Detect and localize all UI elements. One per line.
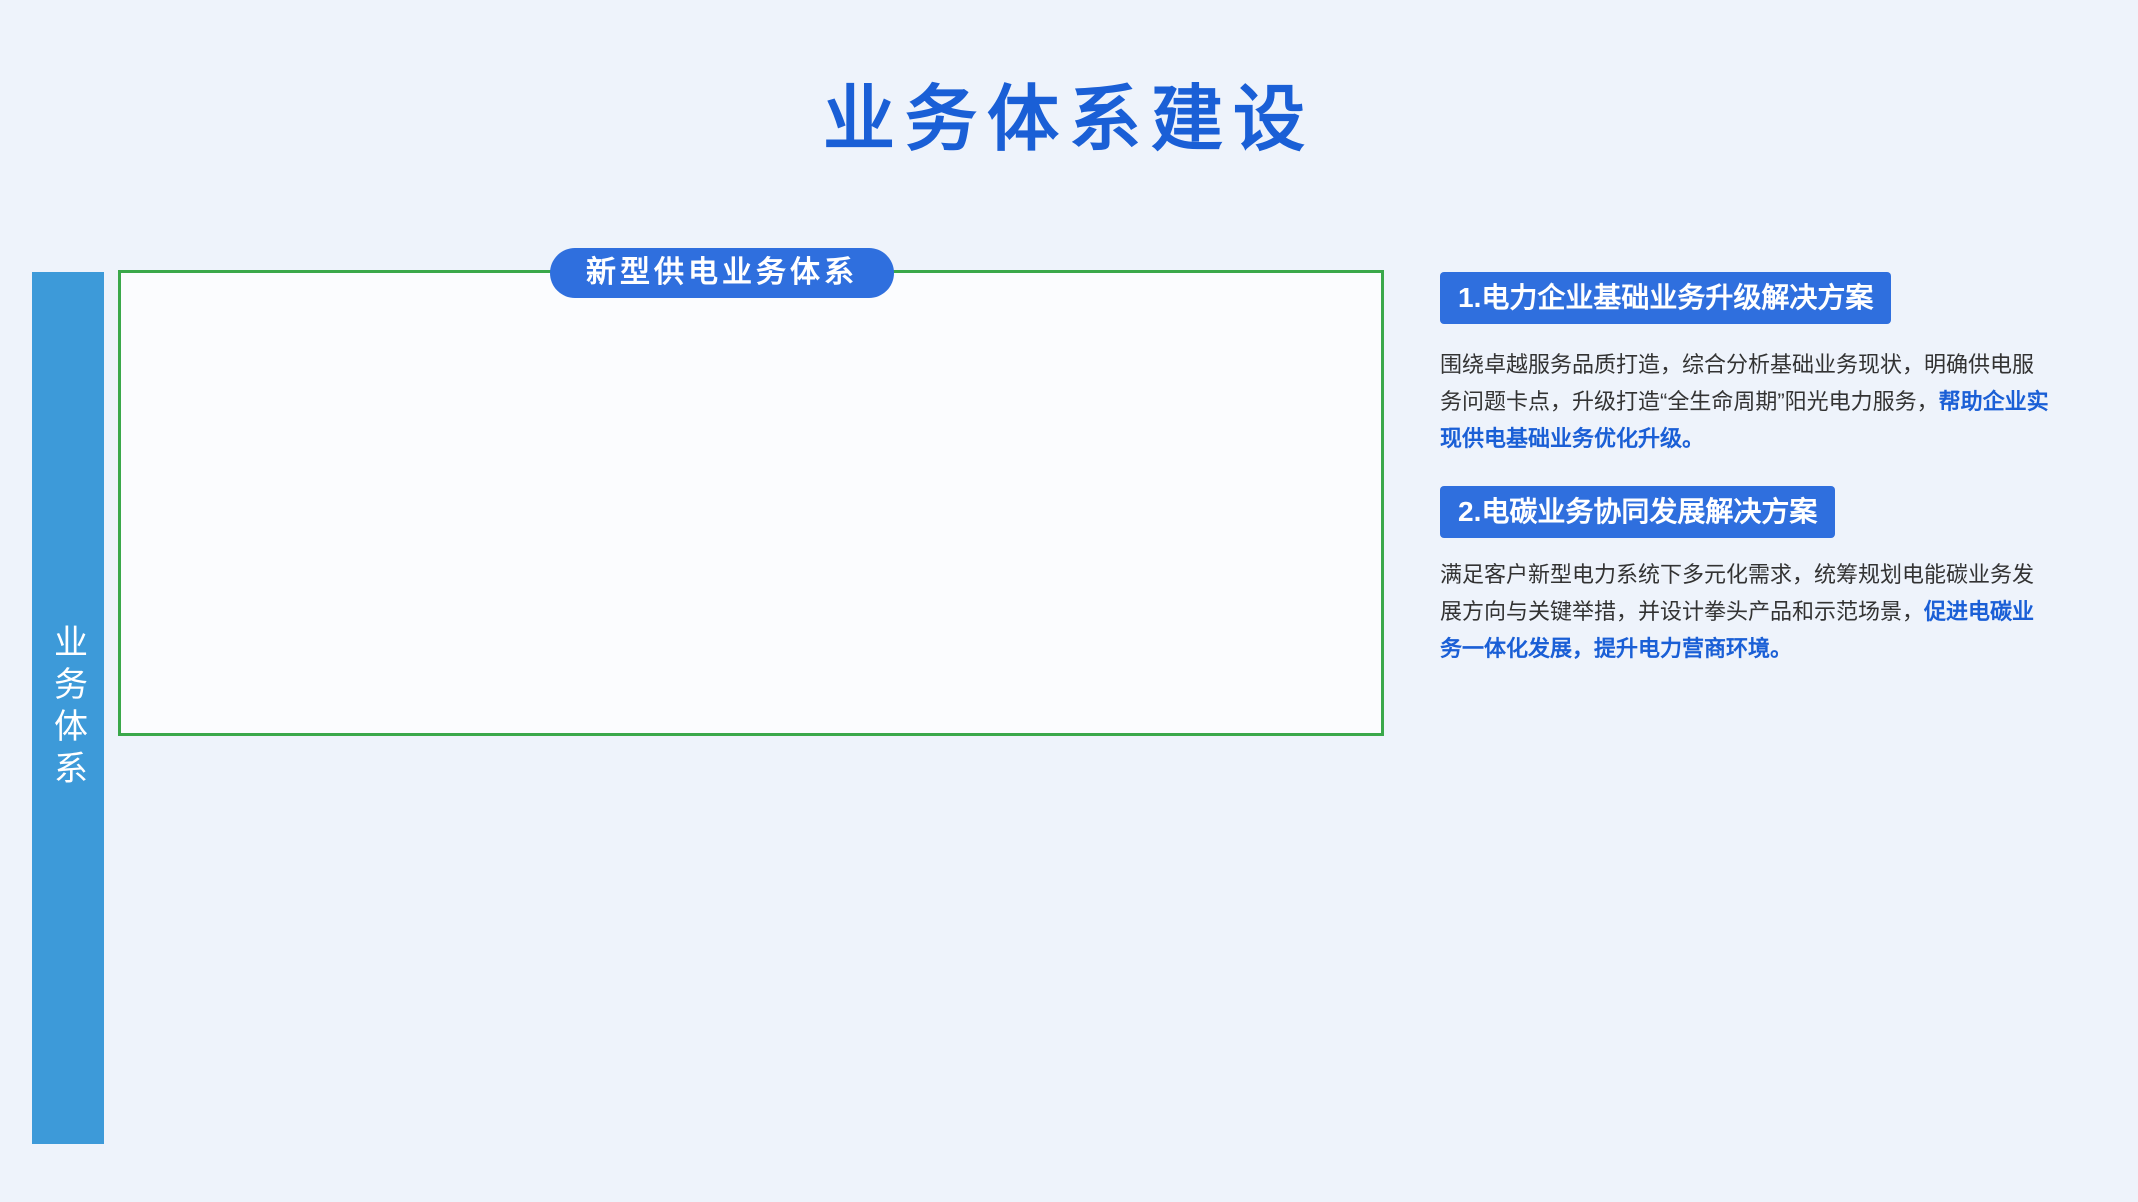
solution-1-body: 围绕卓越服务品质打造，综合分析基础业务现状，明确供电服务问题卡点，升级打造“全生… xyxy=(1440,346,2050,457)
solution-2-text: 满足客户新型电力系统下多元化需求，统筹规划电能碳业务发展方向与关键举措，并设计拳… xyxy=(1440,562,2035,624)
solution-1-highlight: 帮助企业实现供电基础业务优化升级。 xyxy=(1440,389,2049,451)
solution-2-highlight: 促进电碳业务一体化发展，提升电力营商环境。 xyxy=(1440,599,2035,661)
frame-title: 新型供电业务体系 xyxy=(550,248,894,298)
solution-1-text: 围绕卓越服务品质打造，综合分析基础业务现状，明确供电服务问题卡点，升级打造“全生… xyxy=(1440,352,2035,414)
solution-2-body: 满足客户新型电力系统下多元化需求，统筹规划电能碳业务发展方向与关键举措，并设计拳… xyxy=(1440,556,2050,667)
new-supply-frame xyxy=(118,270,1384,736)
solution-2-title: 2.电碳业务协同发展解决方案 xyxy=(1440,486,1836,538)
sidebar-label: 业务体系 xyxy=(32,272,104,1144)
page-title: 业务体系建设 xyxy=(822,80,1315,160)
sidebar-text: 业务体系 xyxy=(48,624,87,792)
solution-1-title: 1.电力企业基础业务升级解决方案 xyxy=(1440,272,1892,324)
